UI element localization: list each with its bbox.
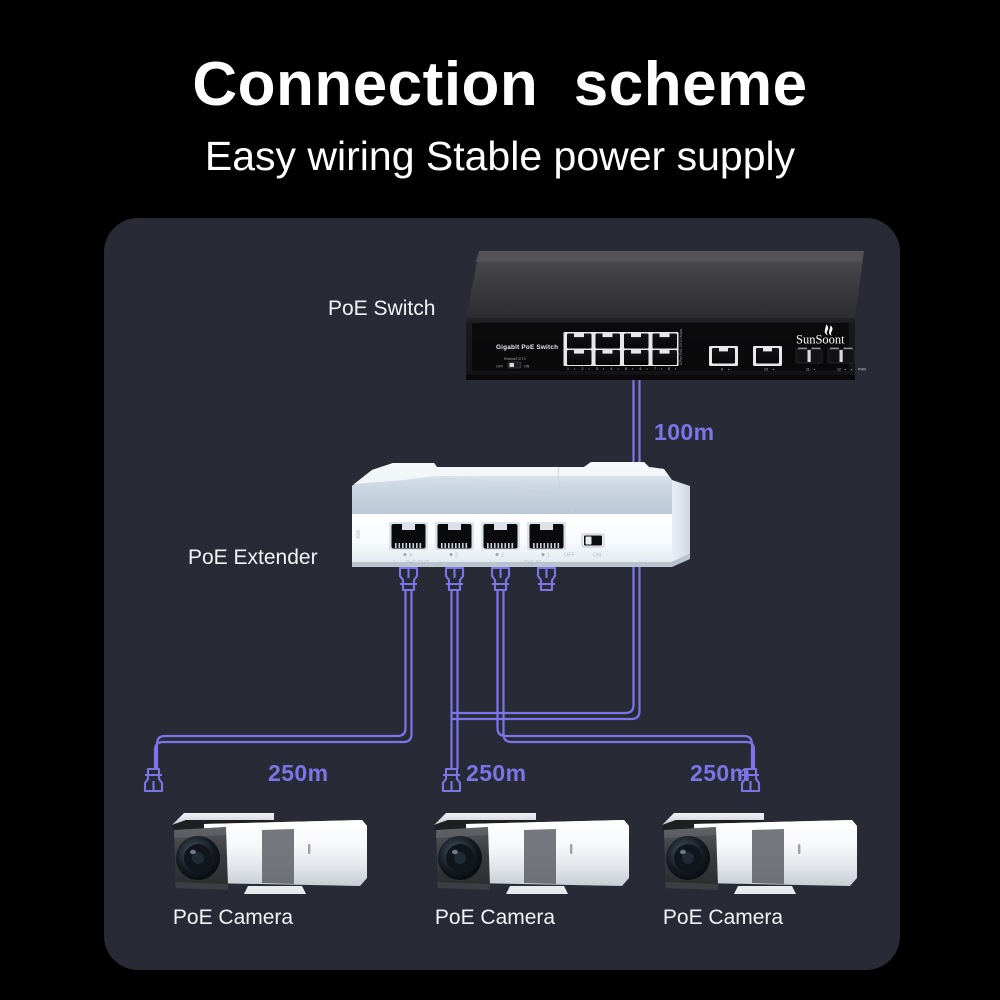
svg-text:1: 1 xyxy=(567,367,569,371)
svg-text:•: • xyxy=(661,367,663,371)
extender-port-1 xyxy=(527,522,566,550)
svg-text:3: 3 xyxy=(455,553,458,559)
rj45-icon-camera-2 xyxy=(441,767,462,793)
poe-camera-3[interactable]: PoE Camera xyxy=(662,813,857,929)
rj45-icon-camera-1 xyxy=(143,767,164,793)
rj45-connector-icons xyxy=(143,566,761,793)
svg-text:•: • xyxy=(814,368,816,372)
distance-label-250m-camera-1: 250m xyxy=(268,760,329,786)
switch-sfp-ports: 11 • 12 • • PWR xyxy=(795,347,866,372)
rj45-icon-extender-port-4 xyxy=(398,566,419,592)
poe-camera-1[interactable]: PoE Camera xyxy=(172,813,367,929)
diagram-panel: Gigabit PoE Switch Extend/CCTV OFF ON xyxy=(104,218,900,970)
svg-text:•: • xyxy=(773,368,775,372)
distance-label-250m-camera-2: 250m xyxy=(466,760,527,786)
svg-text:•: • xyxy=(589,367,591,371)
svg-text:3: 3 xyxy=(596,367,598,371)
switch-mode-off-label: OFF xyxy=(496,365,504,369)
distance-label-250m-camera-3: 250m xyxy=(690,760,751,786)
svg-text:2: 2 xyxy=(582,367,584,371)
page-subtitle: Easy wiring Stable power supply xyxy=(204,133,796,179)
poe-switch-device[interactable]: Gigabit PoE Switch Extend/CCTV OFF ON xyxy=(466,251,866,380)
cable-runs-to-cameras xyxy=(153,590,756,769)
rj45-icon-extender-port-3 xyxy=(444,566,465,592)
svg-text:9: 9 xyxy=(721,368,723,372)
rj45-icon-extender-port-1 xyxy=(536,566,557,592)
label-poe-switch: PoE Switch xyxy=(328,297,436,320)
svg-text:•: • xyxy=(618,367,620,371)
switch-poe-group-label: 8-Port PoE 10/100Mbps xyxy=(679,329,683,365)
camera-3-label: PoE Camera xyxy=(663,906,784,929)
svg-text:•: • xyxy=(675,367,677,371)
extender-port-2 xyxy=(481,522,520,550)
svg-text:•: • xyxy=(647,367,649,371)
switch-model-text: Gigabit PoE Switch xyxy=(496,344,558,351)
switch-uplink-port-10: 10 • xyxy=(753,346,782,372)
svg-text:2: 2 xyxy=(501,553,504,559)
camera-1-label: PoE Camera xyxy=(173,906,294,929)
extender-out-label: |___ PoE OUT ___| xyxy=(394,560,441,566)
switch-mode-caption: Extend/CCTV xyxy=(504,357,527,361)
svg-text:•: • xyxy=(728,368,730,372)
page-title: Connection scheme xyxy=(192,50,808,119)
extender-port-4 xyxy=(389,522,428,550)
svg-text:•: • xyxy=(603,367,605,371)
cable-extender-to-camera-3 xyxy=(451,670,641,721)
distance-label-100m: 100m xyxy=(654,419,715,445)
switch-brand-logo: SunSoont xyxy=(796,324,845,347)
svg-text:5: 5 xyxy=(625,367,627,371)
switch-power-label: PWR xyxy=(858,368,866,372)
extender-port-labels: 4 3 2 1 OFF ON |___ PoE OUT ___| PoE IN xyxy=(394,553,601,567)
svg-text:4: 4 xyxy=(611,367,613,371)
svg-text:•: • xyxy=(845,368,847,372)
svg-text:6: 6 xyxy=(640,367,642,371)
svg-text:7: 7 xyxy=(654,367,656,371)
svg-text:•: • xyxy=(632,367,634,371)
extender-port-3 xyxy=(435,522,474,550)
poe-extender-device[interactable]: 4 3 2 1 OFF ON |___ PoE OUT ___| PoE IN xyxy=(351,462,690,567)
rj45-icon-extender-port-2 xyxy=(490,566,511,592)
label-poe-extender: PoE Extender xyxy=(188,546,318,569)
diagram-canvas: Gigabit PoE Switch Extend/CCTV OFF ON xyxy=(143,251,866,929)
camera-2-label: PoE Camera xyxy=(435,906,556,929)
svg-text:11: 11 xyxy=(806,368,810,372)
extender-switch-off-label: OFF xyxy=(564,553,575,559)
svg-text:•: • xyxy=(574,367,576,371)
svg-text:4: 4 xyxy=(409,553,412,559)
camera-body-group xyxy=(434,813,629,894)
switch-brand-text: SunSoont xyxy=(796,333,845,347)
poe-camera-2[interactable]: PoE Camera xyxy=(434,813,629,929)
camera-body-group xyxy=(172,813,367,894)
switch-mode-on-label: ON xyxy=(524,365,530,369)
camera-body-group xyxy=(662,813,857,894)
switch-uplink-port-9: 9 • xyxy=(709,346,738,372)
switch-poe-port-block: 1 • 2 • 3 • 4 • 5 • 6 • 7 • 8 • 8-Port PoE 10/10… xyxy=(563,329,683,371)
svg-text:12: 12 xyxy=(837,368,841,372)
extender-power-switch[interactable] xyxy=(581,533,605,548)
svg-text:10: 10 xyxy=(764,368,768,372)
extender-in-label: PoE IN xyxy=(524,560,541,566)
svg-text:1: 1 xyxy=(547,553,550,559)
svg-text:•: • xyxy=(851,368,853,372)
extender-ports xyxy=(389,522,605,550)
extender-switch-on-label: ON xyxy=(593,553,601,559)
svg-text:8: 8 xyxy=(668,367,670,371)
rj45-icon-camera-3 xyxy=(740,767,761,793)
